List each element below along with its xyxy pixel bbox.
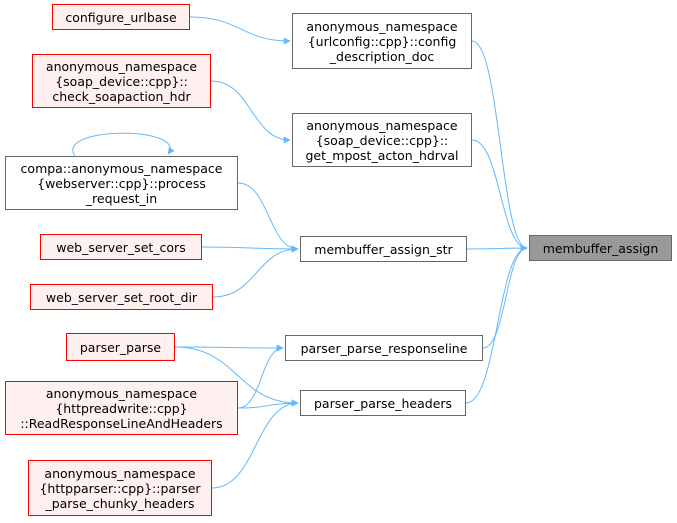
node-label: parser_parse_headers xyxy=(314,396,452,411)
node-label-line: _request_in xyxy=(85,190,158,206)
edge-httpparser_parser_parse_chunky_headers-to-parser_parse_headers xyxy=(211,399,299,489)
node-label: web_server_set_root_dir xyxy=(46,290,197,305)
node-label-line: anonymous_namespace xyxy=(44,465,196,481)
node-label-line: {webserver::cpp}::process xyxy=(37,175,206,191)
node-membuffer-assign-str[interactable]: membuffer_assign_str xyxy=(300,236,467,262)
node-label-line: parser_parse_responseline xyxy=(300,340,468,356)
edge-webserver_process_request_in-to-webserver_process_request_in xyxy=(72,132,175,157)
node-label-line: anonymous_namespace xyxy=(306,117,458,133)
node-parser-parse[interactable]: parser_parse xyxy=(66,333,175,361)
node-web-server-set-cors[interactable]: web_server_set_cors xyxy=(40,234,202,260)
edge-parser_parse_responseline-to-membuffer_assign xyxy=(482,244,528,349)
node-label-line: {soap_device::cpp}:: xyxy=(315,132,449,148)
edge-membuffer_assign_str-to-membuffer_assign xyxy=(466,244,528,252)
node-label-line: ::ReadResponseLineAndHeaders xyxy=(20,415,223,431)
node-label-line: {soap_device::cpp}:: xyxy=(55,73,188,89)
edge-parser_parse-to-parser_parse_responseline xyxy=(174,344,284,352)
node-soap-device-get-mpost-acton-hdrval[interactable]: anonymous_namespace{soap_device::cpp}::g… xyxy=(292,113,472,167)
node-label-line: {httpreadwrite::cpp} xyxy=(55,400,188,416)
node-label-line: anonymous_namespace xyxy=(306,18,458,34)
node-label: membuffer_assign_str xyxy=(314,242,452,257)
node-label-line: {httpparser::cpp}::parser xyxy=(39,480,201,496)
node-label: web_server_set_cors xyxy=(56,240,185,255)
node-label: configure_urlbase xyxy=(65,10,176,25)
node-label: compa::anonymous_namespace{webserver::cp… xyxy=(21,161,223,206)
edge-web_server_set_root_dir-to-membuffer_assign_str xyxy=(212,245,299,298)
node-label: anonymous_namespace{httpreadwrite::cpp}:… xyxy=(20,386,222,431)
node-label: membuffer_assign xyxy=(543,241,659,256)
node-label-line: parser_parse xyxy=(79,339,162,355)
node-label-line: web_server_set_root_dir xyxy=(45,289,198,305)
edge-soap_device_get_mpost_acton_hdrval-to-membuffer_assign xyxy=(471,139,528,252)
node-label-line: configure_urlbase xyxy=(65,9,177,25)
node-label-line: get_mpost_acton_hdrval xyxy=(305,147,459,163)
node-label-line: parser_parse_headers xyxy=(313,395,453,411)
node-label-line: _parse_chunky_headers xyxy=(45,495,195,511)
node-label-line: {urlconfig::cpp}::config xyxy=(307,33,457,49)
node-label-line: membuffer_assign_str xyxy=(314,241,453,257)
edge-httpreadwrite_ReadResponseLineAndHeaders-to-parser_parse_responseline xyxy=(237,344,284,409)
node-label-line: check_soapaction_hdr xyxy=(52,88,191,104)
node-label: parser_parse xyxy=(80,340,161,355)
edge-urlconfig_config_description_doc-to-membuffer_assign xyxy=(471,40,528,252)
edge-configure_urlbase-to-urlconfig_config_description_doc xyxy=(189,16,291,45)
edge-httpreadwrite_ReadResponseLineAndHeaders-to-parser_parse_headers xyxy=(237,399,299,409)
edge-webserver_process_request_in-to-membuffer_assign_str xyxy=(237,182,299,253)
node-label: anonymous_namespace{httpparser::cpp}::pa… xyxy=(39,466,200,511)
node-parser-parse-responseline[interactable]: parser_parse_responseline xyxy=(285,335,483,361)
node-label: parser_parse_responseline xyxy=(301,341,468,356)
node-urlconfig-config-description-doc[interactable]: anonymous_namespace{urlconfig::cpp}::con… xyxy=(292,13,472,69)
node-soap-device-check-soapaction-hdr[interactable]: anonymous_namespace{soap_device::cpp}::c… xyxy=(32,54,211,108)
node-label-line: anonymous_namespace xyxy=(45,58,198,74)
node-label-line: web_server_set_cors xyxy=(56,239,186,255)
edge-soap_device_check_soapaction_hdr-to-soap_device_get_mpost_acton_hdrval xyxy=(210,80,291,144)
node-configure-urlbase[interactable]: configure_urlbase xyxy=(52,4,190,30)
node-label: anonymous_namespace{urlconfig::cpp}::con… xyxy=(306,19,457,64)
node-web-server-set-root-dir[interactable]: web_server_set_root_dir xyxy=(30,284,213,310)
edge-web_server_set_cors-to-membuffer_assign_str xyxy=(201,245,299,253)
node-label: anonymous_namespace{soap_device::cpp}::c… xyxy=(46,59,197,104)
edge-parser_parse-to-parser_parse_headers xyxy=(174,346,299,407)
node-membuffer-assign: membuffer_assign xyxy=(529,235,672,261)
node-httpreadwrite-read-response-line-and-headers[interactable]: anonymous_namespace{httpreadwrite::cpp}:… xyxy=(5,381,238,435)
node-label-line: membuffer_assign xyxy=(542,240,659,256)
edge-parser_parse_headers-to-membuffer_assign xyxy=(465,244,528,404)
node-label-line: _description_doc xyxy=(329,48,435,64)
node-label-line: compa::anonymous_namespace xyxy=(20,160,223,176)
node-label-line: anonymous_namespace xyxy=(45,385,198,401)
node-httpparser-parser-parse-chunky-headers[interactable]: anonymous_namespace{httpparser::cpp}::pa… xyxy=(28,460,212,516)
node-webserver-process-request-in[interactable]: compa::anonymous_namespace{webserver::cp… xyxy=(5,156,238,210)
node-parser-parse-headers[interactable]: parser_parse_headers xyxy=(300,390,466,416)
node-label: anonymous_namespace{soap_device::cpp}::g… xyxy=(306,118,459,163)
